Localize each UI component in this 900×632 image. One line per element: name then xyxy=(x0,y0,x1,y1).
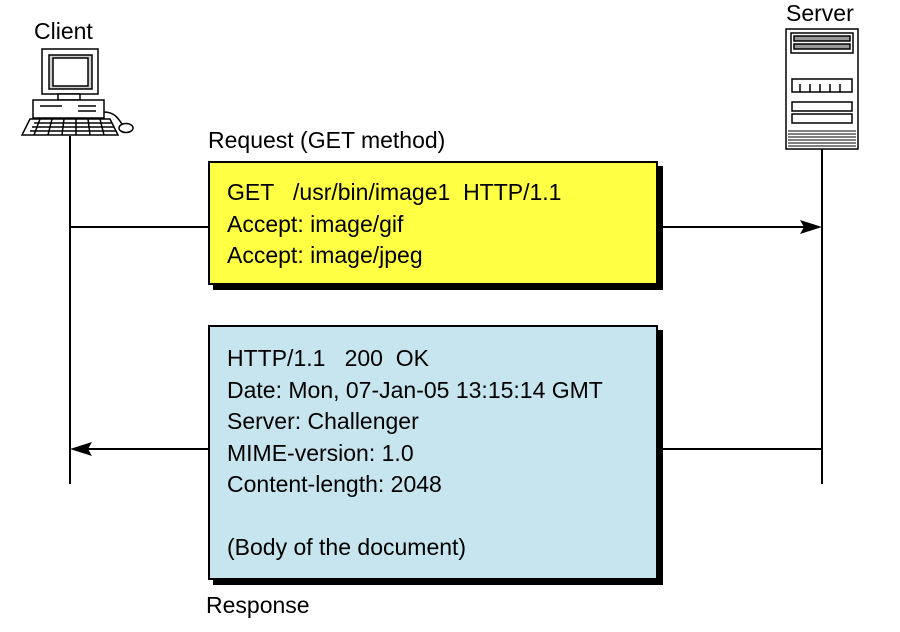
response-header-date: Date: Mon, 07-Jan-05 13:15:14 GMT xyxy=(227,376,603,403)
request-header-accept-gif: Accept: image/gif xyxy=(227,210,404,237)
server-icon xyxy=(785,28,859,150)
response-header-mime-version: MIME-version: 1.0 xyxy=(227,439,414,466)
request-line: GET /usr/bin/image1 HTTP/1.1 xyxy=(227,179,562,205)
request-arrowhead-icon xyxy=(800,220,822,234)
server-label: Server xyxy=(786,0,854,26)
computer-icon xyxy=(20,48,134,136)
response-arrowhead-icon xyxy=(70,442,92,456)
response-body-text: (Body of the document) xyxy=(227,534,467,560)
request-header-accept-jpeg: Accept: image/jpeg xyxy=(227,242,423,268)
client-label: Client xyxy=(34,18,93,44)
response-caption: Response xyxy=(206,592,310,618)
response-header-server: Server: Challenger xyxy=(227,408,419,434)
request-message-box: GET /usr/bin/image1 HTTP/1.1 Accept: ima… xyxy=(208,161,658,285)
response-header-content-length: Content-length: 2048 xyxy=(227,471,442,497)
response-message-box: HTTP/1.1 200 OK Date: Mon, 07-Jan-05 13:… xyxy=(208,325,658,580)
blank-line xyxy=(227,501,656,533)
request-caption: Request (GET method) xyxy=(208,127,446,153)
status-line: HTTP/1.1 200 OK xyxy=(227,345,429,371)
